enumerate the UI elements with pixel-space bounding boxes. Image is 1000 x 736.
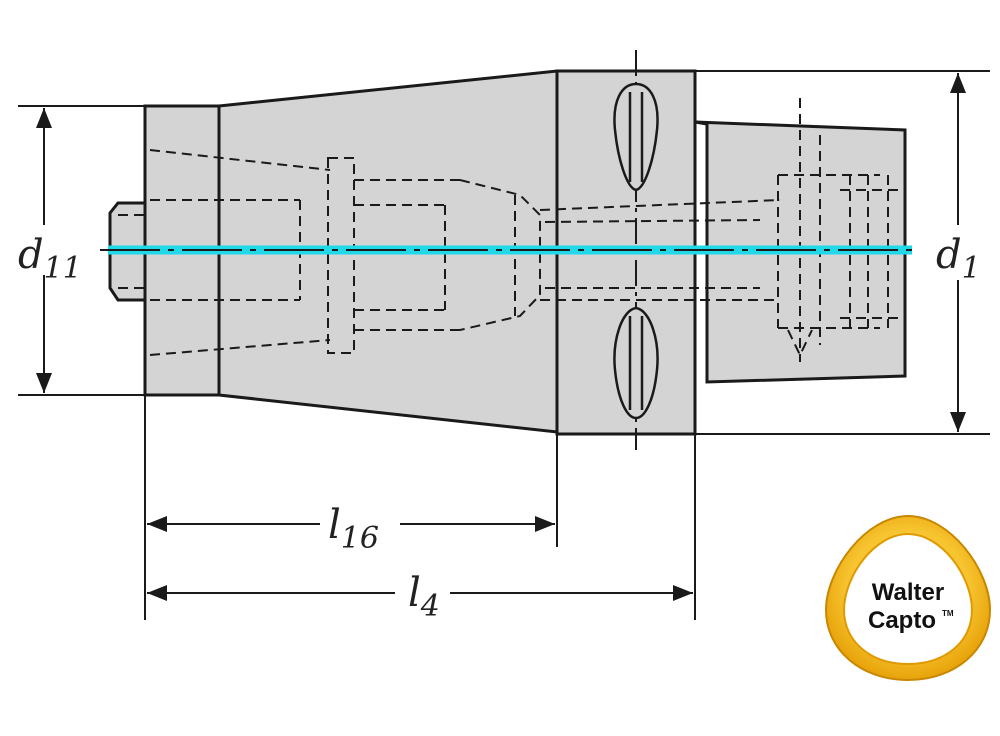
- d11-label: d: [18, 232, 44, 278]
- extension-lines: [18, 70, 990, 620]
- svg-text:d11: d11: [18, 232, 82, 286]
- l4-subscript: 4: [420, 589, 440, 624]
- d1-subscript: 1: [962, 251, 981, 286]
- walter-capto-logo: Walter Capto TM: [824, 514, 992, 682]
- svg-text:d1: d1: [936, 232, 981, 286]
- keyway-slots: [613, 82, 659, 420]
- d11-subscript: 11: [44, 251, 82, 286]
- l16-subscript: 16: [341, 521, 379, 556]
- logo-inner-face: [842, 532, 974, 666]
- keyway-top: [613, 82, 659, 192]
- l4-label: l: [408, 570, 421, 616]
- dimension-arrows: [36, 73, 966, 601]
- dimension-labels: d11 d1 l16 l4: [14, 230, 992, 624]
- l16-label: l: [328, 502, 341, 548]
- d1-label: d: [936, 232, 962, 278]
- svg-text:l16: l16: [328, 502, 379, 556]
- logo-trademark: TM: [942, 609, 954, 618]
- keyway-bottom: [613, 306, 659, 420]
- logo-capto: Capto: [868, 607, 936, 634]
- logo-walter: Walter: [872, 579, 944, 606]
- svg-text:l4: l4: [408, 570, 440, 624]
- hidden-lines: [118, 98, 900, 362]
